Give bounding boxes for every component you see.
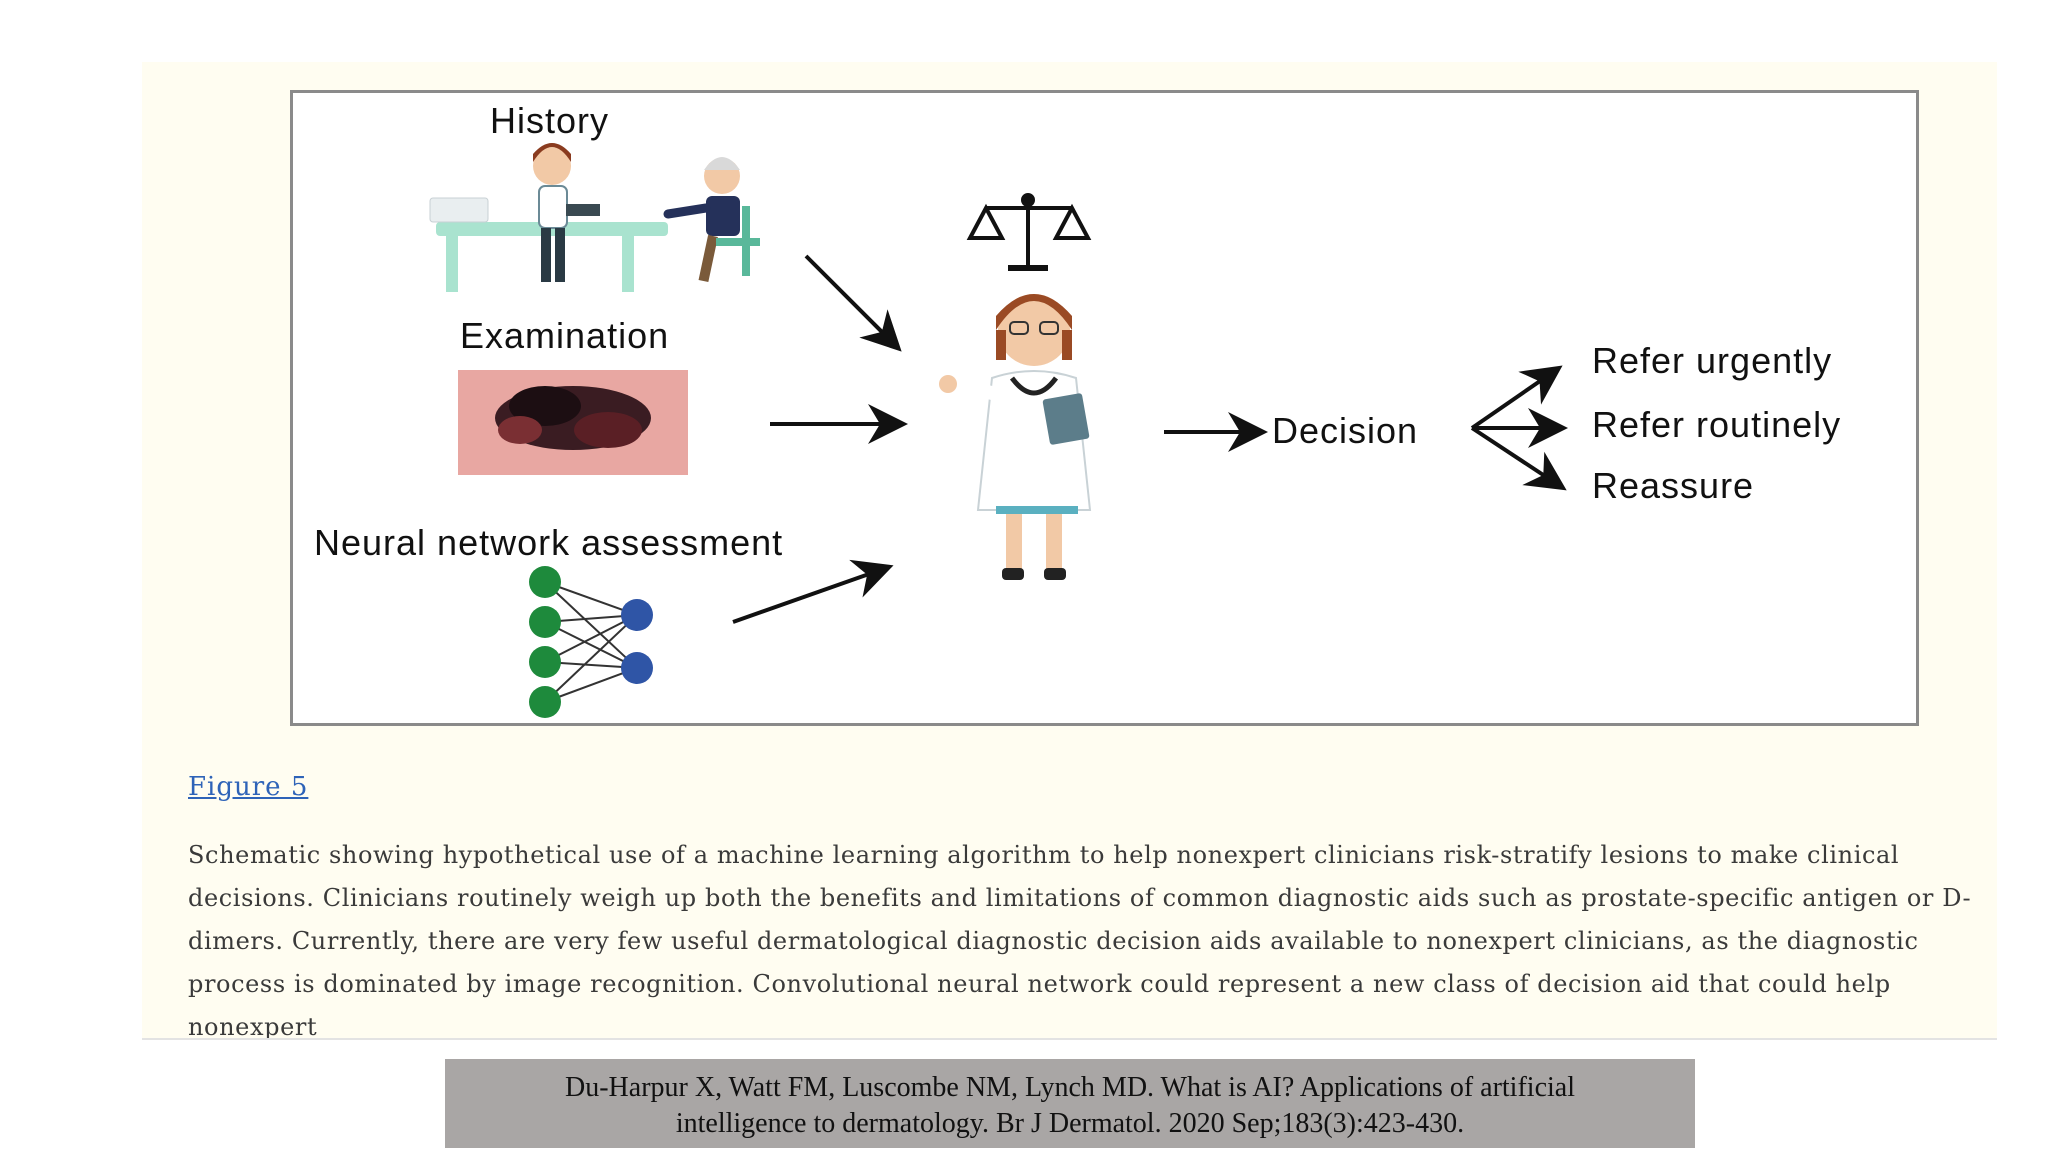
label-neural-network: Neural network assessment	[314, 522, 784, 563]
input-node	[529, 686, 561, 718]
neural-network-diagram	[529, 566, 653, 718]
label-history: History	[490, 100, 610, 141]
outcome-reassure: Reassure	[1592, 465, 1755, 506]
history-illustration	[429, 143, 760, 292]
citation-line-2: intelligence to dermatology. Br J Dermat…	[675, 1108, 1465, 1139]
input-node	[529, 606, 561, 638]
scales-icon	[966, 193, 1092, 271]
lesion-photo	[458, 370, 688, 475]
input-arrows	[732, 254, 908, 624]
output-node	[621, 652, 653, 684]
citation-box: Du-Harpur X, Watt FM, Luscombe NM, Lynch…	[445, 1059, 1695, 1148]
output-node	[621, 599, 653, 631]
label-examination: Examination	[460, 315, 670, 356]
clinician-illustration	[939, 294, 1092, 580]
outcome-refer-routinely: Refer routinely	[1592, 404, 1842, 445]
figure-caption: Schematic showing hypothetical use of a …	[188, 841, 1972, 1040]
input-node	[529, 566, 561, 598]
outcome-refer-urgently: Refer urgently	[1592, 340, 1833, 381]
section-divider	[142, 1038, 1997, 1040]
figure-5-link[interactable]: Figure 5	[188, 772, 309, 802]
label-decision: Decision	[1272, 410, 1419, 451]
decision-arrows	[1164, 365, 1568, 491]
citation-line-1: Du-Harpur X, Watt FM, Luscombe NM, Lynch…	[565, 1072, 1575, 1103]
input-node	[529, 646, 561, 678]
